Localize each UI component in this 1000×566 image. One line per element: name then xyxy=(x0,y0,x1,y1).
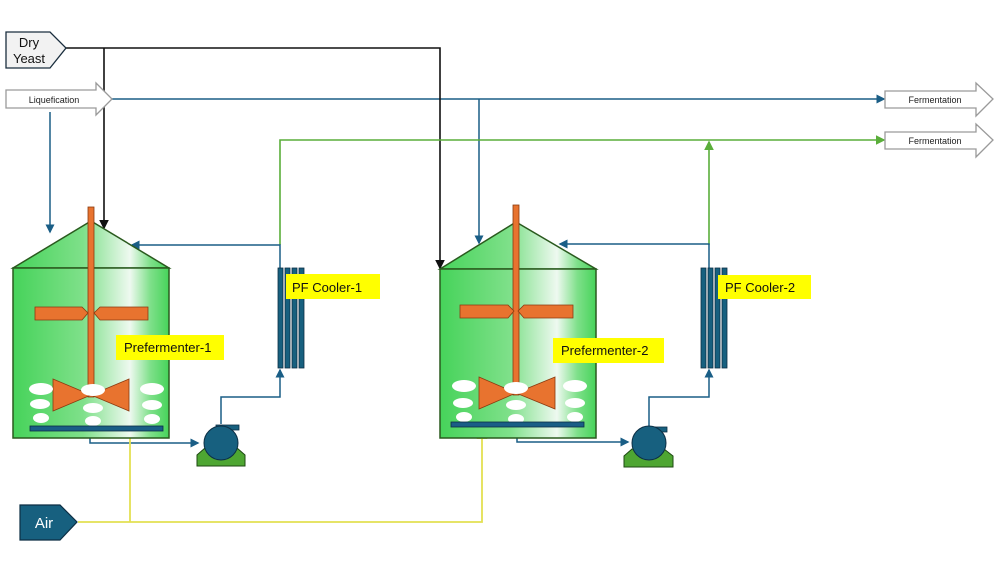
pf2-to-pump2-line xyxy=(516,437,630,447)
cooler1-to-fermentation-line xyxy=(279,135,886,245)
air-label: Air xyxy=(35,515,53,532)
pump-1[interactable] xyxy=(196,424,246,467)
recirculation-lines xyxy=(89,239,714,448)
cooler1-return-line xyxy=(130,240,281,268)
pf-cooler-1-label-bg xyxy=(286,274,380,299)
pump-casing xyxy=(203,425,239,461)
agitator-shaft xyxy=(87,206,95,398)
air-sparger xyxy=(29,425,164,432)
prefermenter-1-label-bg xyxy=(116,335,224,360)
dry-yeast-label-line2: Yeast xyxy=(13,51,45,66)
fermentation-arrow xyxy=(884,122,994,159)
air-input[interactable]: Air xyxy=(19,504,78,541)
prefermenter-2[interactable] xyxy=(437,204,599,439)
pf-cooler-1[interactable] xyxy=(277,267,305,369)
fermentation-label: Fermentation xyxy=(908,136,961,146)
cooler-to-fermentation-lines xyxy=(279,135,886,245)
lower-impeller xyxy=(52,378,93,412)
yeast-lines xyxy=(66,47,445,270)
liquefication-arrow xyxy=(5,81,113,117)
air-bubbles xyxy=(452,380,587,424)
prefermenter-2-label-bg xyxy=(553,338,664,363)
air-header-line xyxy=(78,428,488,523)
pf-cooler-2-label: PF Cooler-2 xyxy=(725,280,795,295)
upper-impeller-left xyxy=(34,306,89,321)
pump-2[interactable] xyxy=(623,425,674,468)
pump1-to-cooler1-line xyxy=(220,368,285,424)
fermentation-arrow xyxy=(884,81,994,118)
prefermenter-1[interactable] xyxy=(10,206,172,439)
lower-impeller xyxy=(478,376,518,410)
pf-cooler-2-label-bg xyxy=(718,275,811,299)
air-bubbles xyxy=(29,383,164,426)
cooler2-return-line xyxy=(558,239,710,268)
liquefication-input[interactable]: Liquefication xyxy=(5,81,113,117)
lower-impeller xyxy=(514,376,556,410)
pf1-to-pump1-line xyxy=(89,437,200,448)
pf-cooler-2[interactable] xyxy=(700,267,728,369)
upper-impeller-right xyxy=(517,304,574,319)
liquefication-label: Liquefication xyxy=(29,95,80,105)
pump-casing xyxy=(631,425,667,461)
fermentation-label: Fermentation xyxy=(908,95,961,105)
liquefication-lines xyxy=(45,94,886,245)
air-sparger xyxy=(450,421,585,428)
prefermenter-1-label: Prefermenter-1 xyxy=(124,340,211,355)
agitator-shaft xyxy=(512,204,520,396)
fermentation-output-1[interactable]: Fermentation xyxy=(884,81,994,118)
lower-impeller xyxy=(89,378,130,412)
air-tag xyxy=(19,504,78,541)
upper-impeller-right xyxy=(93,306,149,321)
dry-yeast-input[interactable]: Dry Yeast xyxy=(5,31,67,69)
pump2-to-cooler2-line xyxy=(648,368,714,427)
pf-cooler-1-label: PF Cooler-1 xyxy=(292,280,362,295)
air-lines xyxy=(78,428,488,523)
dry-yeast-tag xyxy=(5,31,67,69)
yeast-header-line xyxy=(66,47,445,270)
fermentation-output-2[interactable]: Fermentation xyxy=(884,122,994,159)
dry-yeast-label-line1: Dry xyxy=(19,35,40,50)
upper-impeller-left xyxy=(459,304,515,319)
prefermenter-2-label: Prefermenter-2 xyxy=(561,343,648,358)
